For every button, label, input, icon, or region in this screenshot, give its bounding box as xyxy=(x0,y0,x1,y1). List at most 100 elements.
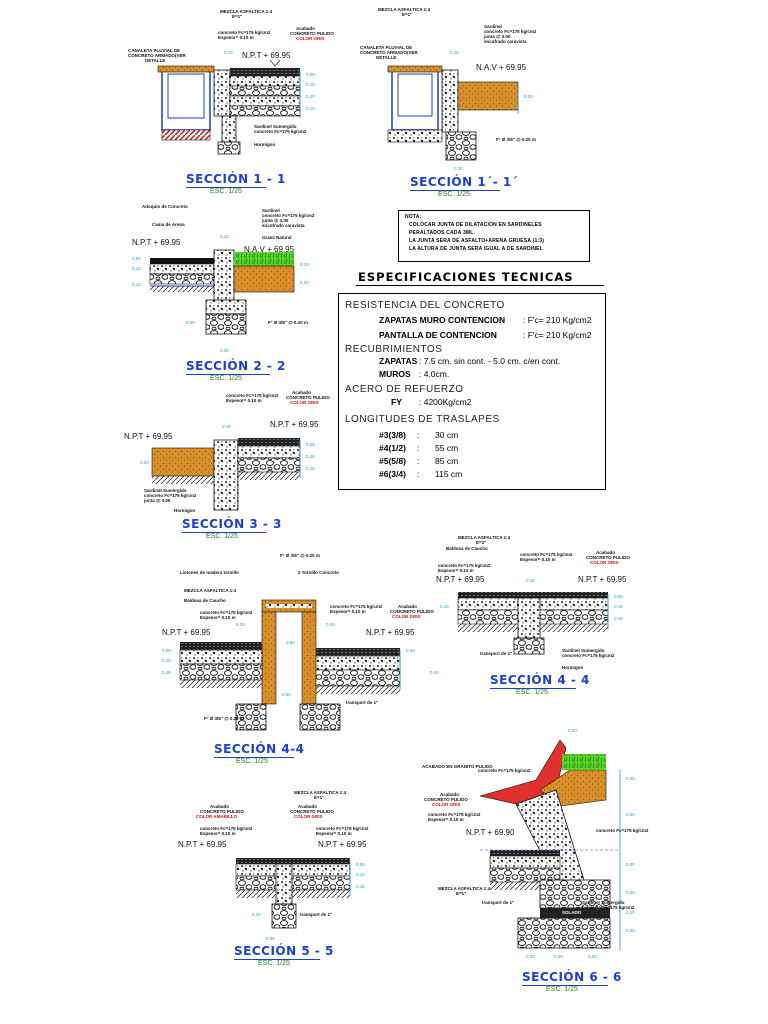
dim-s2-g: 0.15 xyxy=(186,320,195,325)
section-3-3-drawing xyxy=(151,438,301,511)
label-espesor-s4: Espesor= 0.10 m xyxy=(200,615,236,620)
label-exp-s4b: E=1" xyxy=(476,540,487,545)
dim-s2-f: 0.20 xyxy=(300,280,309,285)
spec-traslape-bar-3: #5(5/8) xyxy=(379,456,406,466)
dim-s6-a: 0.10 xyxy=(568,728,577,733)
label-acabado-pulido-s6: ACABADO EN GRANITO PULIDO xyxy=(422,764,493,769)
dim-s6-h: 0.20 xyxy=(526,954,535,959)
label-baldosa-s4b: Baldosa de Caucho xyxy=(446,546,488,551)
dim-s6-f: 0.10 xyxy=(626,910,635,915)
label-fierro-b-s4: F° Ø 3/8" @ 0.20 m xyxy=(204,716,244,721)
section-5-5-underline xyxy=(234,959,320,960)
section-1b-scale: ESC. 1/25 xyxy=(438,191,470,198)
label-canaleta-3-s1: DETALLE xyxy=(145,58,166,63)
label-fc175-s1: concreto Fc=175 kg/cm2 xyxy=(218,30,271,35)
section-6-6-drawing xyxy=(479,739,621,950)
dim-s6-c: 0.30 xyxy=(626,812,635,817)
label-mezcla-s4: MEZCLA ASFALTICA 1:4 xyxy=(184,588,237,593)
label-transport-s6: transport de 1" xyxy=(482,900,515,905)
label-fc175-s5: concreto Fc=175 kg/cm2 xyxy=(200,826,253,831)
note-line-1: COLOCAR JUNTA DE DILATACION EN SARDINELE… xyxy=(409,222,542,228)
label-fierro-s2: F° Ø 3/8" @ 0.20 m xyxy=(268,320,308,325)
label-gris-s4: COLOR GRIS xyxy=(392,614,421,619)
label-fc175c-s6: concreto Fc=175 kg/cm2 xyxy=(582,905,635,910)
dim-s6-g: 0.20 xyxy=(626,928,635,933)
label-encofrado-s2: encofrado caravista xyxy=(262,223,305,228)
label-espesor-b-s4: Espesor= 0.10 m xyxy=(330,609,366,614)
section-4-4-right-drawing xyxy=(457,592,609,655)
dim-s4-i: 0.30 xyxy=(282,692,291,697)
label-gris-s3: COLOR GRIS xyxy=(290,400,319,405)
note-box: NOTA: COLOCAR JUNTA DE DILATACION EN SAR… xyxy=(398,210,590,262)
section-1b-drawing xyxy=(387,65,519,161)
spec-traslape-len-3: 85 cm xyxy=(435,456,459,466)
dim-s3-d: 0.15 xyxy=(306,454,315,459)
section-6-6-title: SECCIÓN 6 - 6 xyxy=(522,970,622,984)
label-mezcla-s4b: MEZCLA ASFALTICA 1:4 xyxy=(458,535,511,540)
section-2-2-underline xyxy=(186,374,270,375)
label-fc175b-s6: concreto Fc=175 kg/cm2 xyxy=(596,828,649,833)
section-1-1-title: SECCIÓN 1 - 1 xyxy=(186,172,286,186)
spec-zapatas-muro: ZAPATAS MURO CONTENCION xyxy=(379,315,506,325)
section-1b-underline xyxy=(410,190,500,191)
section-6-6-underline xyxy=(522,985,608,986)
dim-s5-c: 0.15 xyxy=(356,884,365,889)
label-canaleta-3-s1b: DETALLE xyxy=(376,55,397,60)
dim-s4-b: 0.45 xyxy=(326,622,335,627)
label-pulido-s3: CONCRETO PULIDO xyxy=(286,395,330,400)
dim-s2-h: 0.35 xyxy=(220,348,229,353)
level-marker-s5-right: N.P.T + 69.95 xyxy=(318,840,367,849)
note-heading: NOTA: xyxy=(405,214,422,220)
section-4-4-large-drawing xyxy=(179,599,401,731)
label-listones-s4: Listones de madera tornillo xyxy=(180,570,239,575)
label-canaleta-2-s1: CONCRETO ARMADO(VER xyxy=(128,53,186,58)
spec-muros: MUROS xyxy=(379,369,411,379)
section-4-4-right-title: SECCIÓN 4 - 4 xyxy=(490,673,590,687)
label-mezcla-s1: MEZCLA ASFALTICA 1:4 xyxy=(220,9,273,14)
label-tornillo-s4: 2 Tornillo Concreto xyxy=(298,570,339,575)
section-1-1-drawing xyxy=(157,59,301,155)
label-espesor-s3: Espesor= 0.10 m xyxy=(226,398,262,403)
label-gris-s1: COLOR GRIS xyxy=(296,36,325,41)
label-grass-s2: Grass Natural xyxy=(262,235,292,240)
label-fc175b-s4b: concreto Fc=175 kg/cm2 xyxy=(520,552,573,557)
label-fc175b-s3: concreto Fc=175 kg/cm2 xyxy=(144,493,197,498)
dim-s6-i: 0.30 xyxy=(554,954,563,959)
dim-s5-e: 0.35 xyxy=(266,936,275,941)
section-4-4-large-underline xyxy=(214,757,294,758)
section-2-2-scale: ESC. 1/25 xyxy=(210,375,242,382)
label-fc175-s3: concreto Fc=175 kg/cm2 xyxy=(226,393,279,398)
label-fierro-s4: F° Ø 3/8" @ 0.20 m xyxy=(280,553,320,558)
label-espesor-s1: Espesor= 0.10 m xyxy=(218,35,254,40)
spec-heading-recubrimientos: RECUBRIMIENTOS xyxy=(345,344,443,355)
dim-s5-d: 0.15 xyxy=(252,912,261,917)
label-fc175-s1b: concreto Fc=175 kg/cm2 xyxy=(484,29,537,34)
level-marker-s4-right: N.P.T + 69.95 xyxy=(366,628,415,637)
label-fc175-s6: concreto Fc=175 kg/cm2 xyxy=(428,812,481,817)
spec-traslape-sep-2: : xyxy=(417,443,420,453)
dim-s4-f: 0.15 xyxy=(162,670,171,675)
section-3-3-title: SECCIÓN 3 - 3 xyxy=(182,517,282,531)
label-gris-s4b: COLOR GRIS xyxy=(590,560,619,565)
spec-traslape-sep-1: : xyxy=(417,430,420,440)
dim-s6-b: 0.20 xyxy=(626,776,635,781)
section-5-5-scale: ESC. 1/25 xyxy=(258,960,290,967)
dim-s2-d: 0.15 xyxy=(132,282,141,287)
spec-traslape-bar-4: #6(3/4) xyxy=(379,469,406,479)
dim-s1-b: 0.05 xyxy=(306,72,315,77)
section-6-6-scale: ESC. 1/25 xyxy=(546,986,578,993)
label-exp-s1b: E=1" xyxy=(402,12,413,17)
spec-traslape-bar-2: #4(1/2) xyxy=(379,443,406,453)
dim-s4-c: 0.80 xyxy=(286,640,295,645)
label-canaleta-1-s1b: CANALETA PLUVIAL DE xyxy=(360,45,413,50)
dim-s6-e: 0.20 xyxy=(626,890,635,895)
label-junta-s3: junta @ 3.00 xyxy=(144,498,171,503)
spec-zapatas-value: : 7.5 cm. sin cont. - 5.0 cm. c/en cont. xyxy=(419,356,561,366)
level-marker-s4b-left: N.P.T + 69.95 xyxy=(436,575,485,584)
label-adoquin-s2: Adoquin de Concreto xyxy=(142,204,188,209)
label-canaleta-2-s1b: CONCRETO ARMADO(VER xyxy=(360,50,418,55)
level-marker-s3-right: N.P.T + 69.95 xyxy=(270,420,319,429)
spec-zapatas-muro-value: : F'c= 210 Kg/cm2 xyxy=(523,315,592,325)
label-acabado-s1: Acabado xyxy=(296,26,316,31)
dim-s2-c: 0.15 xyxy=(132,266,141,271)
